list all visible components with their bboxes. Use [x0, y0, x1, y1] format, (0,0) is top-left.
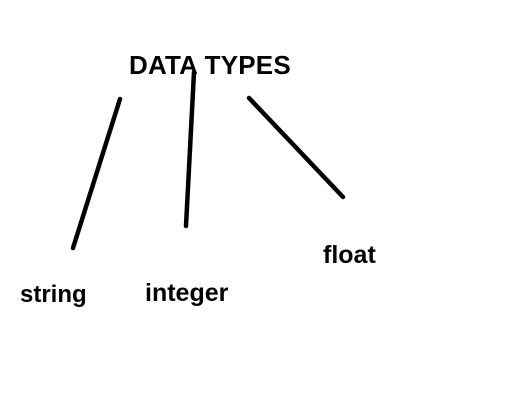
connector-string — [70, 96, 123, 251]
child-node-integer: integer — [145, 279, 229, 307]
child-node-string: string — [20, 281, 87, 308]
connector-float — [246, 95, 346, 200]
connector-integer — [183, 69, 197, 229]
root-node-label: DATA TYPES — [129, 50, 291, 80]
child-node-float: float — [323, 241, 376, 269]
